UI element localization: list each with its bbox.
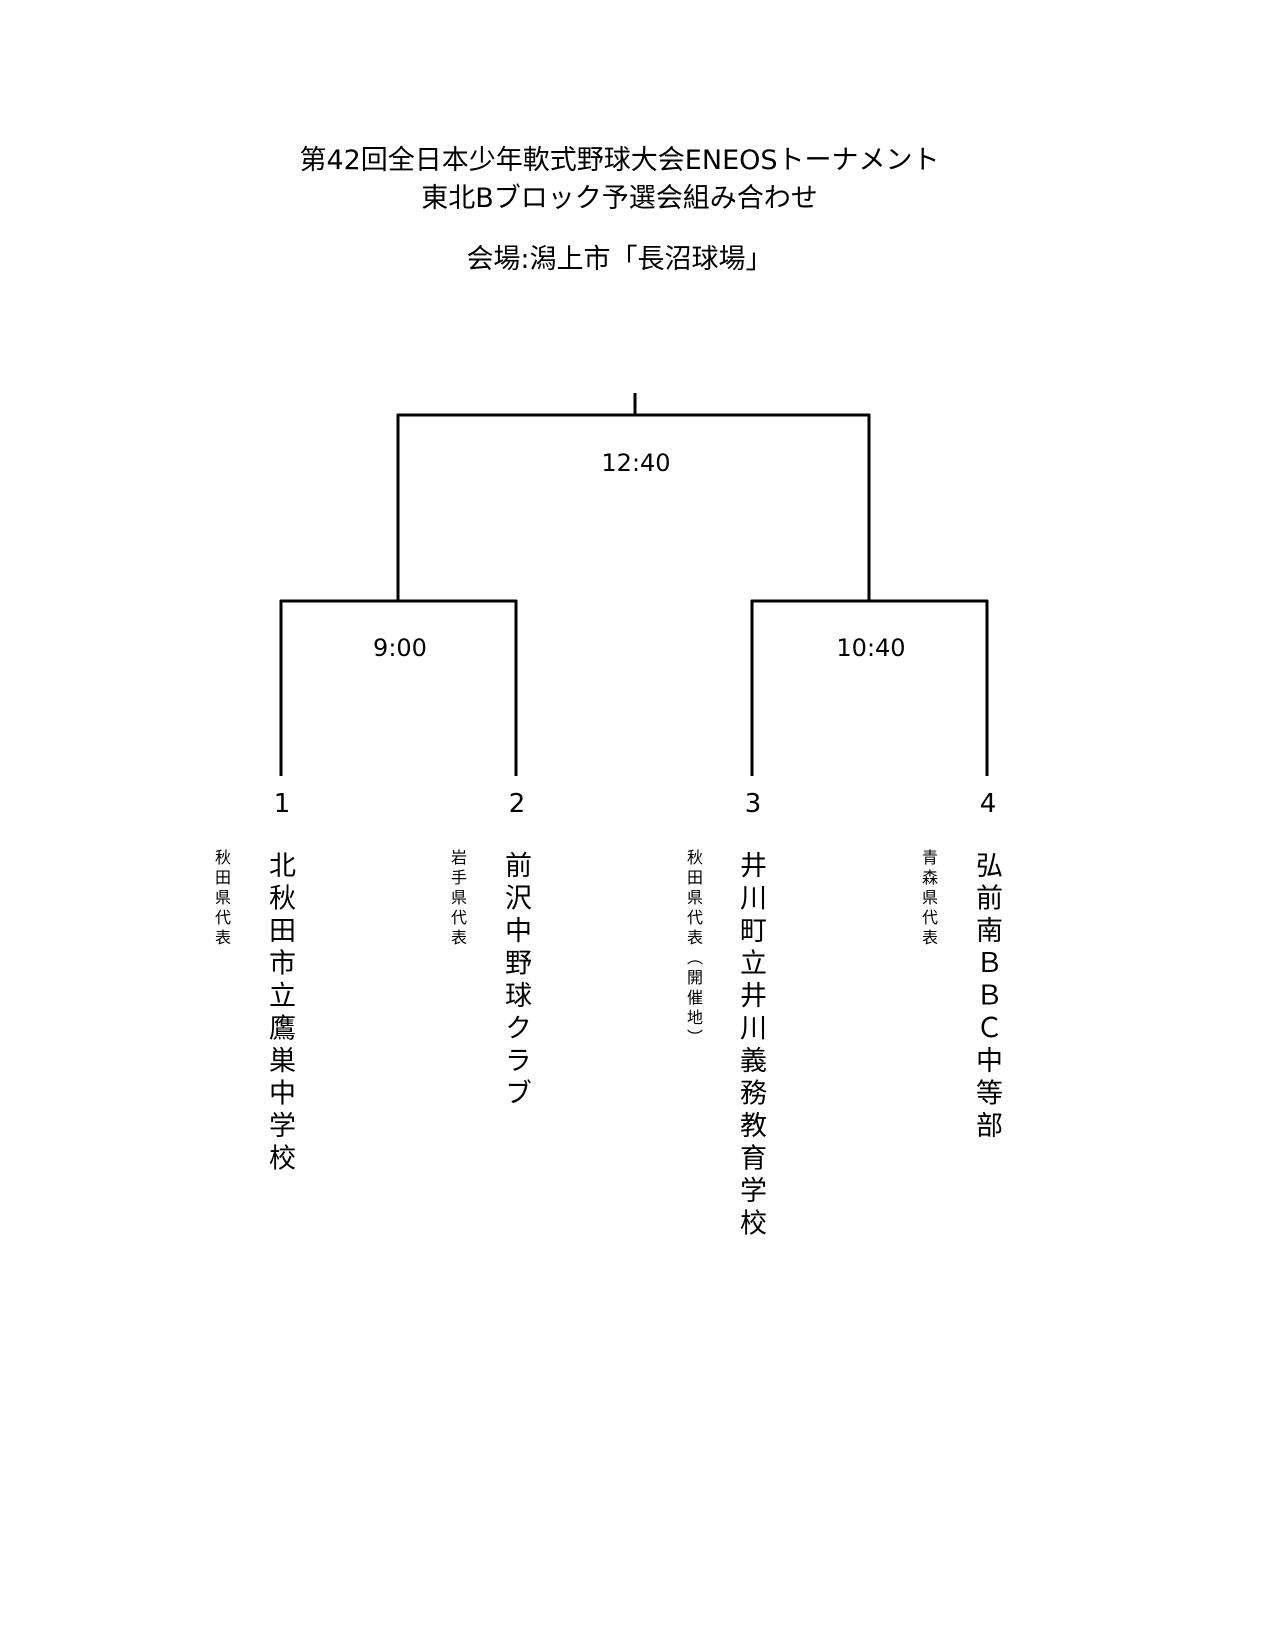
semifinal-left-time: 9:00 (373, 634, 427, 662)
team2-name: 前沢中野球クラブ (500, 851, 531, 1111)
team3-representative: 秋田県代表（開催地） (684, 849, 703, 1049)
team3-name: 井川町立井川義務教育学校 (735, 851, 766, 1241)
title-line-1: 第42回全日本少年軟式野球大会ENEOSトーナメント (299, 145, 940, 176)
team1-name: 北秋田市立鷹巣中学校 (264, 851, 295, 1176)
semifinal-right-time: 10:40 (836, 634, 906, 662)
team4-representative: 青森県代表 (919, 849, 938, 949)
title-line-2: 東北Bブロック予選会組み合わせ (421, 183, 818, 214)
seed-3: 3 (744, 789, 762, 819)
final-time: 12:40 (601, 449, 671, 477)
team2-representative: 岩手県代表 (448, 849, 467, 949)
venue-label: 会場:潟上市「長沼球場」 (466, 244, 773, 275)
seed-1: 1 (273, 789, 291, 819)
team4-name: 弘前南ＢＢＣ中等部 (971, 851, 1002, 1144)
team1-representative: 秋田県代表 (212, 849, 231, 949)
seed-4: 4 (979, 789, 997, 819)
seed-2: 2 (508, 789, 526, 819)
